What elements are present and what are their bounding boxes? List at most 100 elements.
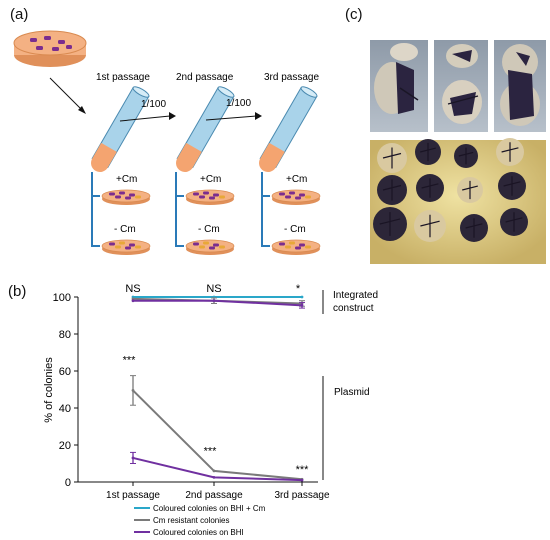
plate-plus-cm-3 (271, 189, 321, 205)
data-point (212, 469, 216, 473)
plate-top (101, 189, 151, 203)
plate-top (185, 189, 235, 203)
plate-top (101, 239, 151, 253)
colony (219, 195, 225, 199)
series-4 (130, 375, 304, 481)
colony (209, 196, 215, 200)
photo-top-middle (434, 40, 488, 132)
passage-2-label: 2nd passage (176, 72, 234, 83)
colony (279, 192, 285, 196)
passage-1-label: 1st passage (96, 72, 150, 83)
colony (209, 246, 215, 250)
colony-streak (501, 142, 519, 162)
data-point (300, 303, 304, 307)
significance-top: * (296, 283, 301, 295)
tube-2 (176, 86, 235, 172)
colony (305, 195, 311, 199)
colony-streak (462, 180, 478, 200)
bracket-1 (91, 172, 100, 247)
plate-plus-cm-1 (101, 189, 151, 205)
tube-3 (259, 86, 318, 172)
colony-streak (379, 212, 401, 236)
colony-streak (458, 147, 474, 165)
colony (219, 245, 225, 249)
colony (203, 241, 209, 245)
data-point (300, 478, 304, 482)
colony (213, 193, 219, 197)
plate-plus-cm-2 (185, 189, 235, 205)
colony (109, 192, 115, 196)
dilution-label-2: 1/100 (226, 98, 251, 109)
colony-streak (421, 178, 439, 198)
plate-top (271, 189, 321, 203)
colony (295, 196, 301, 200)
tube-1 (91, 86, 150, 172)
group-labels: Integrated construct Plasmid (322, 290, 378, 480)
colony (115, 245, 121, 249)
colony (285, 245, 291, 249)
colony (285, 195, 291, 199)
significance-bottom: *** (123, 355, 137, 367)
x-tick-label: 1st passage (106, 490, 160, 501)
colony-streak (505, 212, 523, 232)
plasmid-label: Plasmid (334, 387, 370, 398)
series-line (132, 389, 303, 481)
colony (199, 245, 205, 249)
plate-top (185, 239, 235, 253)
plating-brackets: +Cm- Cm+Cm- Cm+Cm- Cm (91, 172, 321, 255)
colony (135, 245, 141, 249)
colony (129, 243, 135, 247)
bracket-3 (261, 172, 270, 247)
y-tick-label: 80 (59, 329, 71, 341)
colony-streak (382, 147, 402, 169)
plus-cm-label-3: +Cm (286, 174, 307, 185)
colony-streak (420, 214, 440, 238)
colony (119, 191, 125, 195)
bracket-2 (175, 172, 184, 247)
photo-bottom-plate (370, 138, 546, 264)
colony (125, 246, 131, 250)
minus-cm-label-1: - Cm (114, 224, 136, 235)
colony (115, 195, 121, 199)
colony (279, 242, 285, 246)
colony (109, 242, 115, 246)
photo-panel (370, 40, 546, 264)
series-line (133, 299, 303, 307)
colony (289, 191, 295, 195)
photo-top-right (494, 40, 546, 132)
colony (129, 193, 135, 197)
dilution-label-1: 1/100 (141, 99, 166, 110)
minus-cm-label-2: - Cm (198, 224, 220, 235)
colony (203, 191, 209, 195)
y-tick-label: 100 (53, 292, 71, 304)
significance-bottom: *** (296, 464, 310, 476)
plus-cm-label-1: +Cm (116, 174, 137, 185)
colony (299, 243, 305, 247)
integrated-label-line1: Integrated (333, 290, 378, 301)
panel-b-label: (b) (8, 283, 27, 300)
minus-cm-label-3: - Cm (284, 224, 306, 235)
colony (193, 192, 199, 196)
colony-streak (382, 179, 402, 201)
x-tick-label: 2nd passage (185, 490, 243, 501)
photo-top-left (370, 40, 428, 132)
chart-series (130, 295, 305, 482)
data-point (212, 299, 216, 303)
plate-minus-cm-3 (271, 239, 321, 255)
significance-bottom: *** (204, 445, 218, 457)
legend-label: Coloured colonies on BHI + Cm (153, 504, 266, 513)
plate-minus-cm-1 (101, 239, 151, 255)
y-tick-label: 20 (59, 440, 71, 452)
colony-streak (465, 218, 483, 238)
panel-c-label: (c) (345, 6, 363, 23)
colony (193, 242, 199, 246)
significance-top: NS (125, 283, 140, 295)
colony (125, 196, 131, 200)
plate-minus-cm-2 (185, 239, 235, 255)
colony (295, 246, 301, 250)
